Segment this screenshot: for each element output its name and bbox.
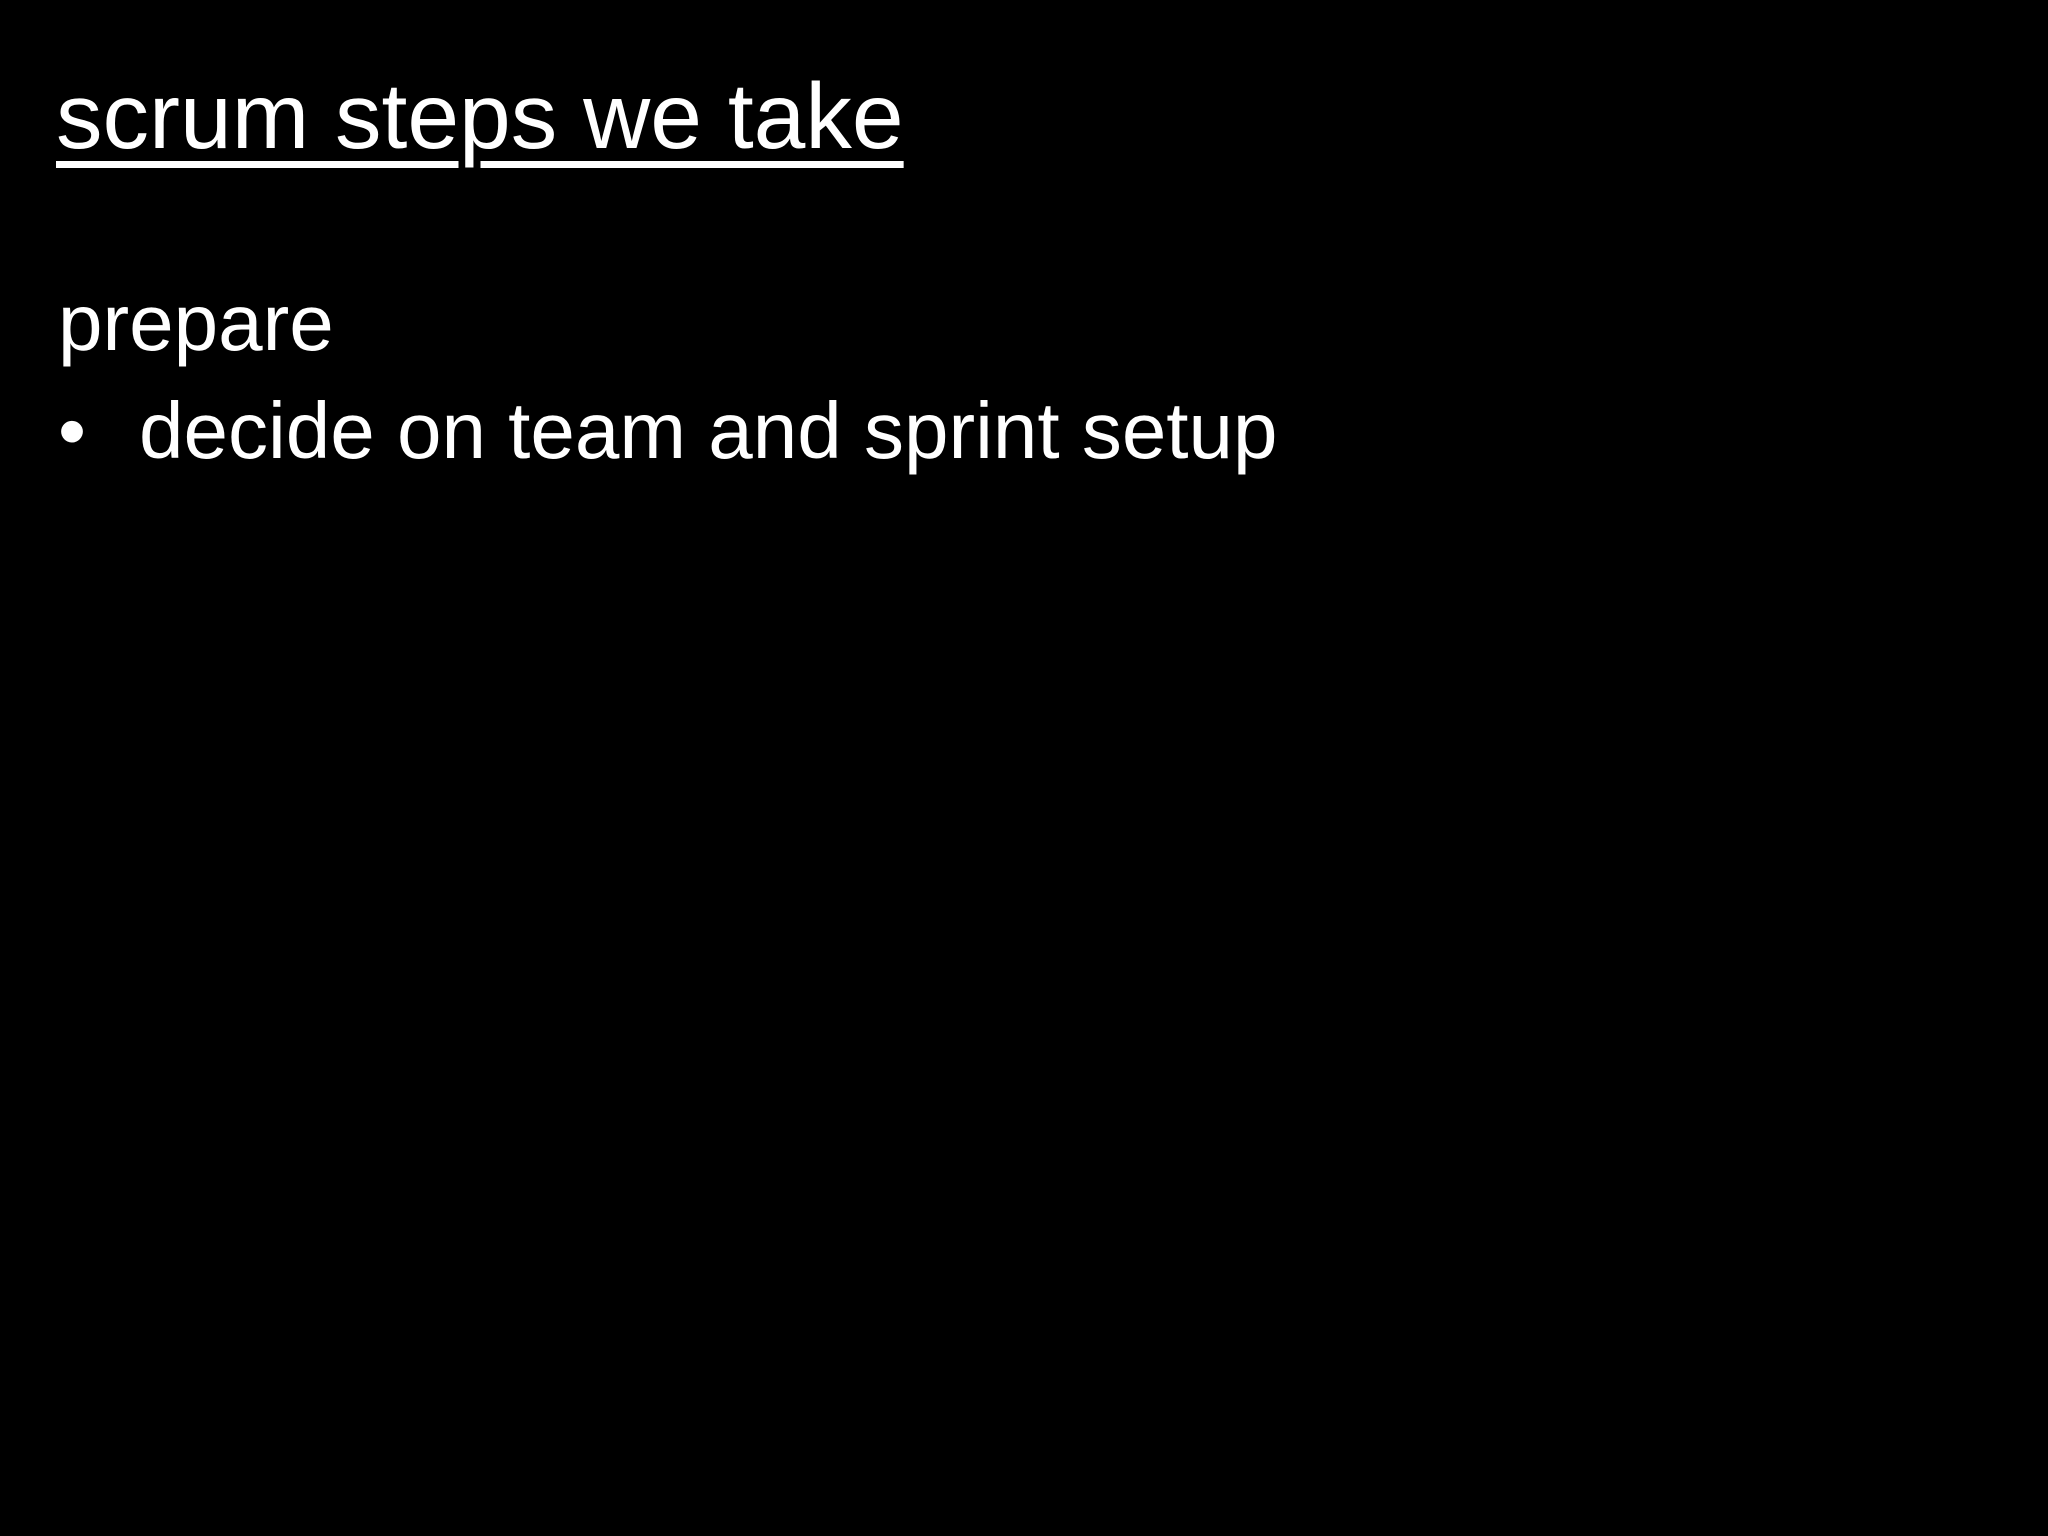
slide-body: prepare • decide on team and sprint setu… <box>58 283 1278 471</box>
bullet-list: • decide on team and sprint setup <box>58 391 1278 471</box>
slide-title: scrum steps we take <box>56 64 904 168</box>
bullet-item: • decide on team and sprint setup <box>58 391 1278 471</box>
bullet-text: decide on team and sprint setup <box>139 386 1278 475</box>
section-heading: prepare <box>58 278 334 367</box>
bullet-icon: • <box>58 386 87 475</box>
